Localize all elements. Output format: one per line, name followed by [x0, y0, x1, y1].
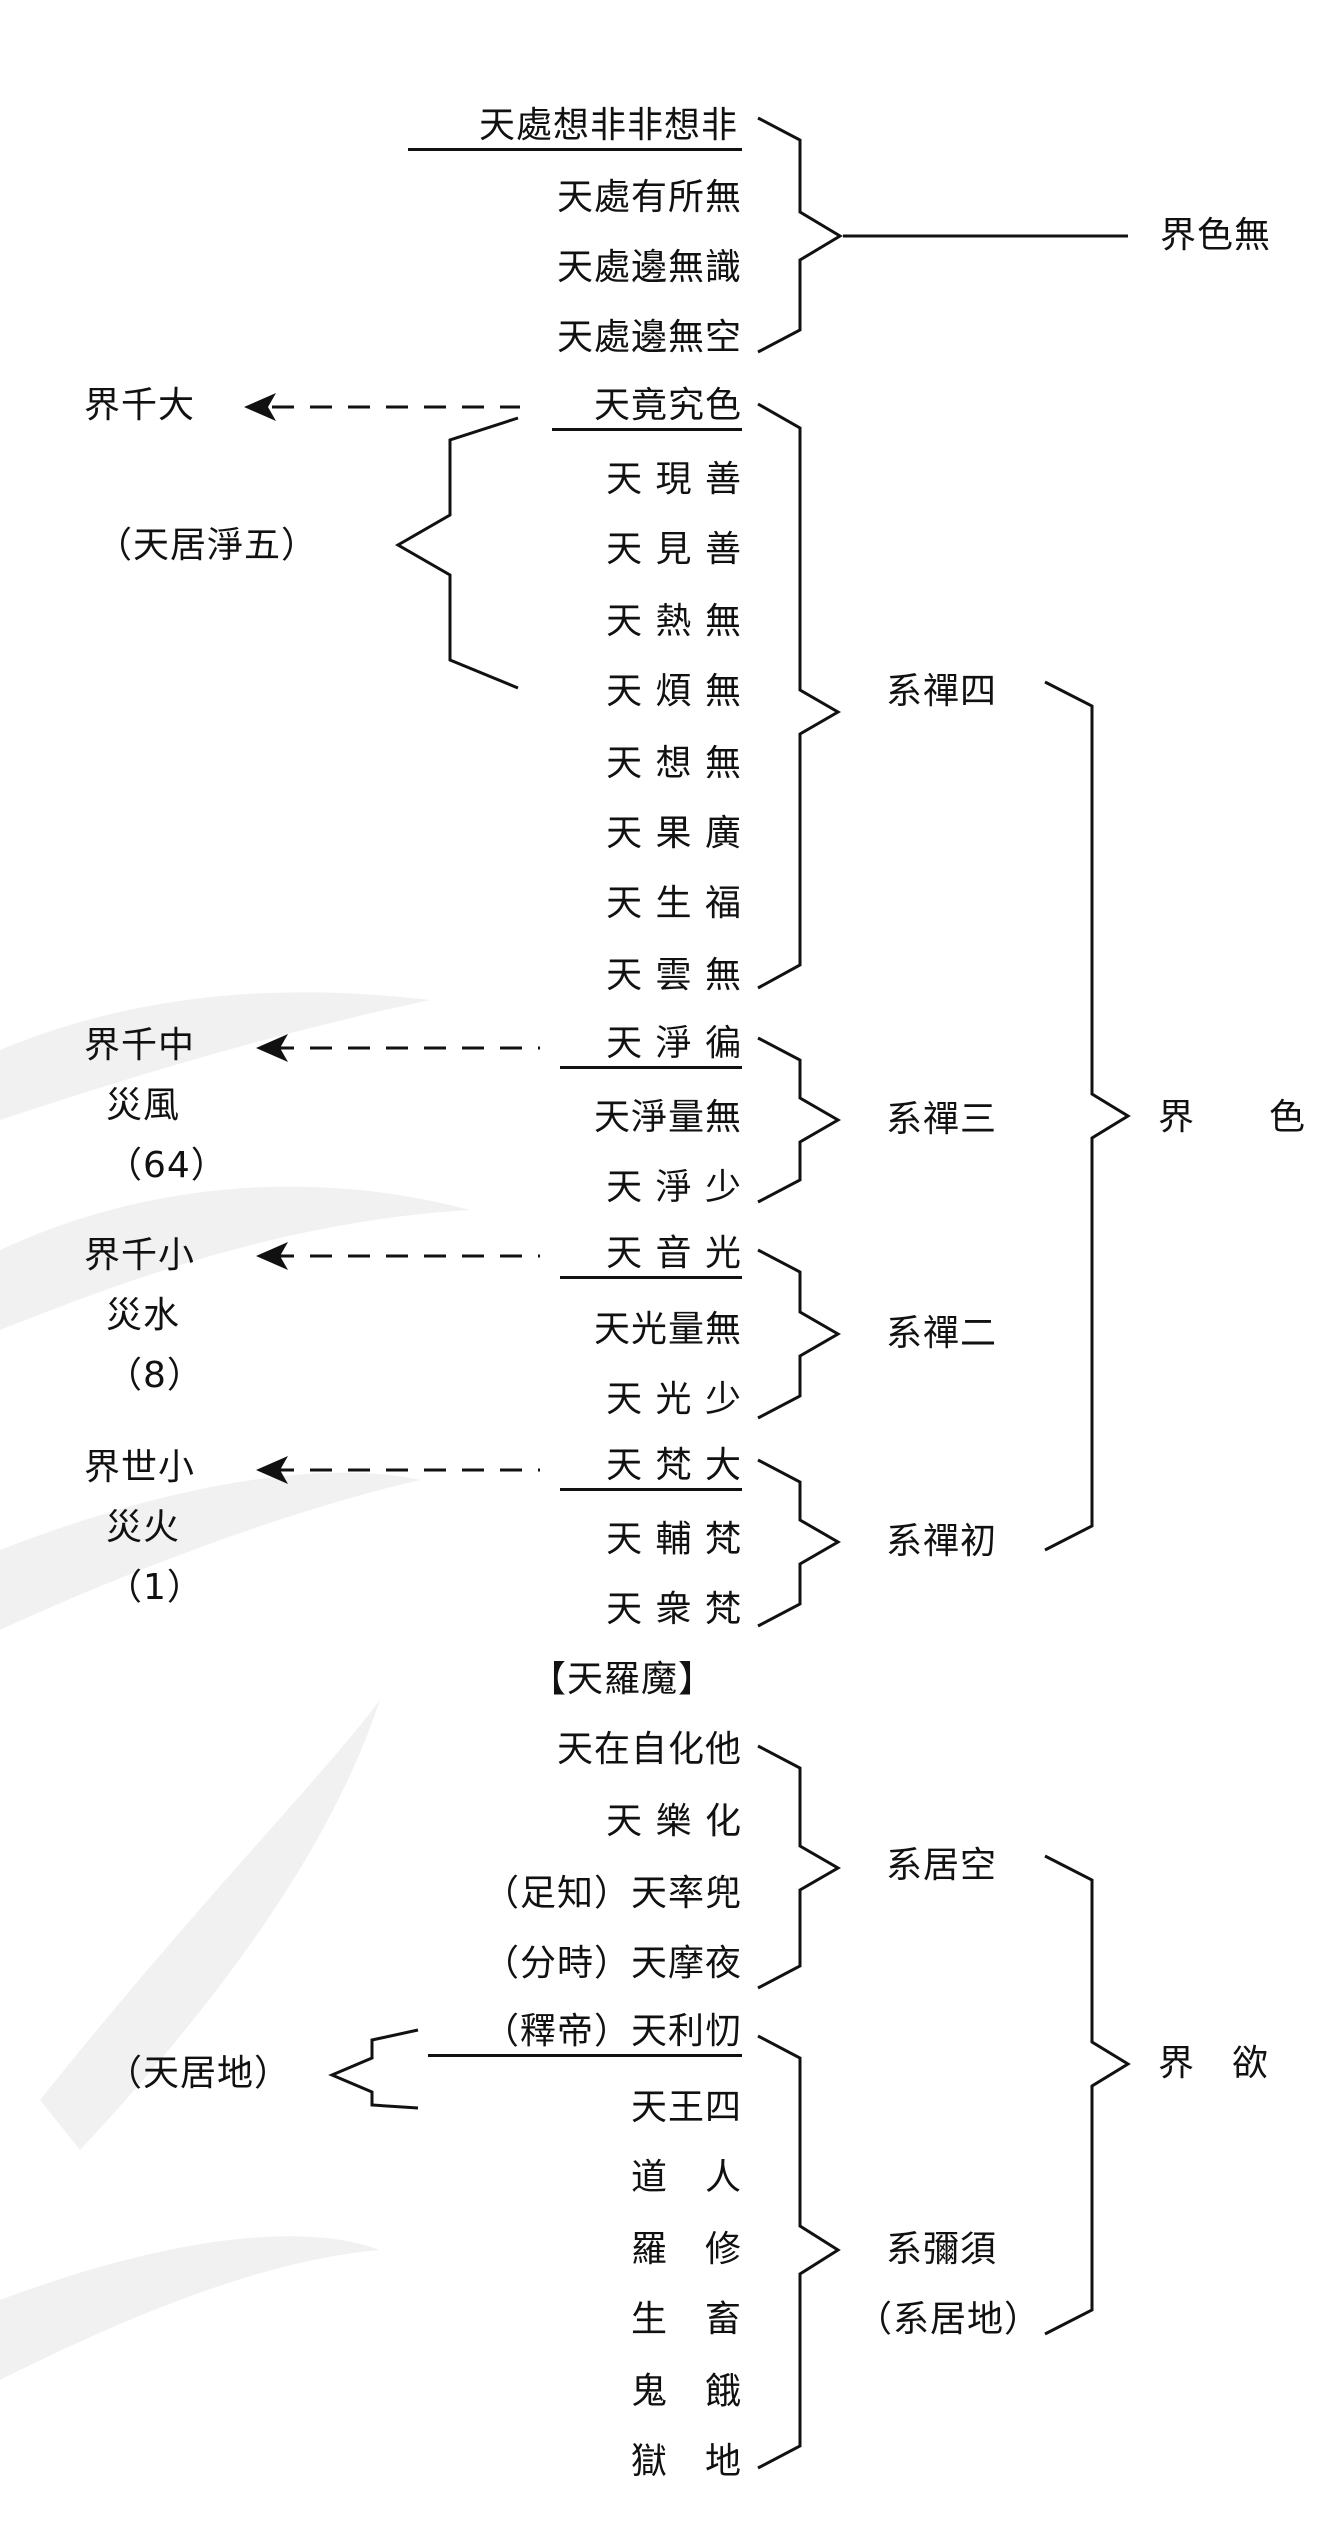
heaven-wufan: 天 煩 無: [606, 671, 742, 712]
heaven-feifeixiang: 天處想非非想非: [408, 106, 742, 151]
heaven-sitianwang: 天王四: [630, 2087, 742, 2128]
heaven-wuliangjing: 天淨量無: [593, 1097, 742, 1138]
brace-wuse: [757, 116, 843, 354]
heaven-daoli: （釋帝）天利忉: [428, 2012, 742, 2057]
brace-wujing: [394, 416, 519, 690]
left-label-shuizai: 災水: [106, 1295, 181, 1336]
heaven-guangyin: 天 音 光: [560, 1234, 742, 1279]
heaven-wure: 天 熱 無: [606, 601, 742, 642]
left-label-xiaoqian: 界千小: [84, 1235, 196, 1276]
left-label-diju: （天居地）: [106, 2053, 292, 2094]
group-label-chuchan: 系禪初: [886, 1521, 998, 1562]
heaven-wuxiang: 天 想 無: [606, 743, 742, 784]
heaven-wuyun: 天 雲 無: [606, 955, 742, 996]
heaven-fusheng: 天 生 福: [606, 883, 742, 924]
heaven-yemo: （分時）天摩夜: [482, 1943, 742, 1984]
heaven-shaojing: 天 淨 少: [606, 1167, 742, 1208]
brace-erchan: [757, 1248, 841, 1420]
heaven-kongbian: 天處邊無空: [556, 317, 742, 358]
brace-xumi: [757, 2034, 841, 2470]
brace-kongju: [757, 1744, 841, 1990]
realm-human: 道 人: [630, 2157, 742, 2198]
left-label-wujingju: （天居淨五）: [96, 525, 319, 566]
heaven-shaoguang: 天 光 少: [606, 1379, 742, 1420]
left-label-daqian: 界千大: [84, 385, 196, 426]
heaven-wusuoyou: 天處有所無: [556, 177, 742, 218]
group-label-sanchan: 系禪三: [886, 1099, 998, 1140]
realm-animal: 生 畜: [630, 2299, 742, 2340]
arrowhead-xiaoqian: [256, 1242, 288, 1270]
group-label-erchan: 系禪二: [886, 1313, 998, 1354]
group-label-xumi: 系彌須: [886, 2229, 998, 2270]
brace-yujie: [1044, 1854, 1131, 2336]
heaven-wuliangguang: 天光量無: [593, 1309, 742, 1350]
realm-asura: 羅 修: [630, 2229, 742, 2270]
heaven-sejiujing: 天竟究色: [552, 386, 742, 431]
arrowhead-zhongqian: [256, 1034, 288, 1062]
left-label-zhongqian: 界千中: [84, 1025, 196, 1066]
brace-sanchan: [757, 1036, 841, 1204]
left-label-num8: （8）: [106, 1355, 204, 1396]
heaven-tahuazizai: 天在自化他: [556, 1729, 742, 1770]
brace-diju: [328, 2028, 419, 2110]
heaven-bianjing: 天 淨 徧: [560, 1024, 742, 1069]
realm-hell: 獄 地: [630, 2441, 742, 2482]
realm-label-se: 界 色: [1158, 1097, 1307, 1138]
arrowhead-daqian: [244, 393, 276, 421]
brace-sejie: [1044, 680, 1131, 1552]
left-label-fengzai: 災風: [106, 1085, 181, 1126]
left-label-huozai: 災火: [106, 1507, 181, 1548]
heaven-fanfu: 天 輔 梵: [606, 1519, 742, 1560]
heaven-shanxian: 天 現 善: [606, 459, 742, 500]
realm-hungry-ghost: 鬼 餓: [630, 2371, 742, 2412]
group-label-sichan: 系禪四: [886, 671, 998, 712]
heaven-doushuai: （足知）天率兜: [482, 1873, 742, 1914]
heaven-shibian: 天處邊無識: [556, 247, 742, 288]
mara-heaven-label: 【天羅魔】: [530, 1659, 716, 1700]
heaven-huale: 天 樂 化: [606, 1801, 742, 1842]
group-label-diju: （系居地）: [856, 2299, 1042, 2340]
brace-chuchan: [757, 1458, 841, 1628]
heaven-dafan: 天 梵 大: [560, 1446, 742, 1491]
heaven-fanzhong: 天 衆 梵: [606, 1589, 742, 1630]
realm-label-wuse: 界色無: [1160, 215, 1272, 256]
brace-sichan: [757, 402, 841, 990]
realm-label-yu: 界 欲: [1158, 2043, 1270, 2084]
left-label-num1: （1）: [106, 1567, 204, 1608]
left-label-num64: （64）: [106, 1145, 228, 1186]
left-label-xiaoshi: 界世小: [84, 1447, 196, 1488]
heaven-guangguo: 天 果 廣: [606, 813, 742, 854]
group-label-kongju: 系居空: [886, 1845, 998, 1886]
arrowhead-xiaoshi: [256, 1456, 288, 1484]
heaven-shanjian: 天 見 善: [606, 529, 742, 570]
